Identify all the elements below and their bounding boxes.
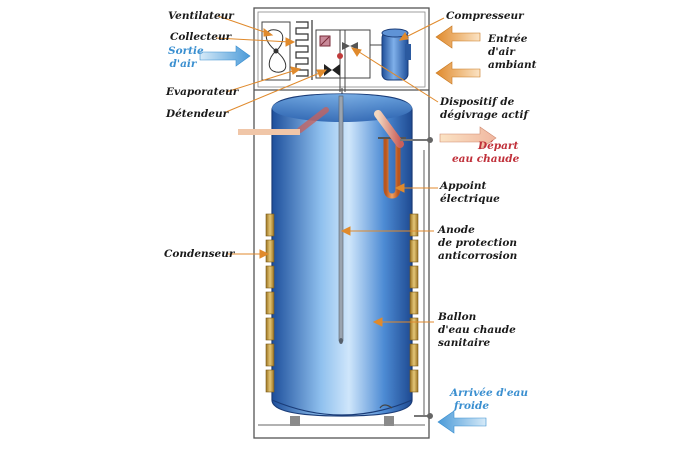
label-sortie-air-line2: d'air (169, 58, 197, 70)
label-ventilateur: Ventilateur (168, 10, 234, 22)
label-compresseur: Compresseur (446, 10, 524, 22)
label-degivrage-line1: Dispositif de (440, 96, 515, 108)
label-entree-air-line1: Entrée (488, 33, 528, 45)
label-degivrage: Dispositif de dégivrage actif (440, 96, 528, 122)
cold-water-inlet-arrow (437, 410, 487, 434)
label-anode-line2: de protection (438, 237, 517, 249)
refrigerant-circuit (315, 29, 382, 92)
label-entree-air: Entrée d'air ambiant (488, 33, 537, 72)
label-depart-eau-chaude: Départ eau chaude (448, 140, 519, 166)
label-ballon-line3: sanitaire (438, 337, 491, 349)
label-depart-line2: eau chaude (452, 153, 520, 165)
label-arrivee-line2: froide (454, 400, 490, 412)
label-entree-air-line2: d'air (488, 46, 515, 58)
cold-water-pipe (379, 150, 433, 419)
expansion-valve (324, 53, 343, 76)
label-arrivee-line1: Arrivée d'eau (450, 387, 528, 399)
label-ballon-line1: Ballon (438, 311, 477, 323)
label-ballon: Ballon d'eau chaude sanitaire (438, 311, 516, 350)
air-inlet-arrow-top (435, 25, 481, 49)
label-sortie-air-line1: Sortie (168, 45, 204, 57)
hot-water-pipe (297, 107, 433, 148)
hot-water-outlet-arrow (439, 126, 497, 150)
cabinet (253, 7, 430, 439)
collector-valve (319, 35, 331, 47)
label-arrivee-eau-froide: Arrivée d'eau froide (450, 387, 528, 413)
label-appoint-electrique: Appoint électrique (440, 180, 500, 206)
tank-feet (290, 416, 394, 426)
label-entree-air-line3: ambiant (488, 59, 537, 71)
label-anode-line1: Anode (438, 224, 475, 236)
air-inlet-arrow-bottom (435, 61, 481, 85)
label-detendeur: Détendeur (166, 108, 229, 120)
evaporator-coil (295, 20, 313, 80)
label-collecteur: Collecteur (170, 31, 232, 43)
label-sortie-air: Sortie d'air (168, 45, 204, 71)
air-outlet-arrow (199, 45, 251, 67)
compressor (381, 28, 411, 81)
label-condenseur: Condenseur (164, 248, 235, 260)
label-evaporateur: Evaporateur (166, 86, 239, 98)
label-appoint-line1: Appoint (440, 180, 487, 192)
condenser-left (265, 213, 275, 393)
label-degivrage-line2: dégivrage actif (440, 109, 529, 121)
label-anode-line3: anticorrosion (438, 250, 518, 262)
condenser-right (409, 213, 419, 393)
label-depart-line1: Départ (478, 140, 519, 152)
anode-rod (338, 95, 344, 344)
label-ballon-line2: d'eau chaude (438, 324, 516, 336)
leader-lines (215, 15, 445, 327)
label-appoint-line2: électrique (440, 193, 500, 205)
label-anode: Anode de protection anticorrosion (438, 224, 517, 263)
defrost-valve (342, 42, 358, 50)
